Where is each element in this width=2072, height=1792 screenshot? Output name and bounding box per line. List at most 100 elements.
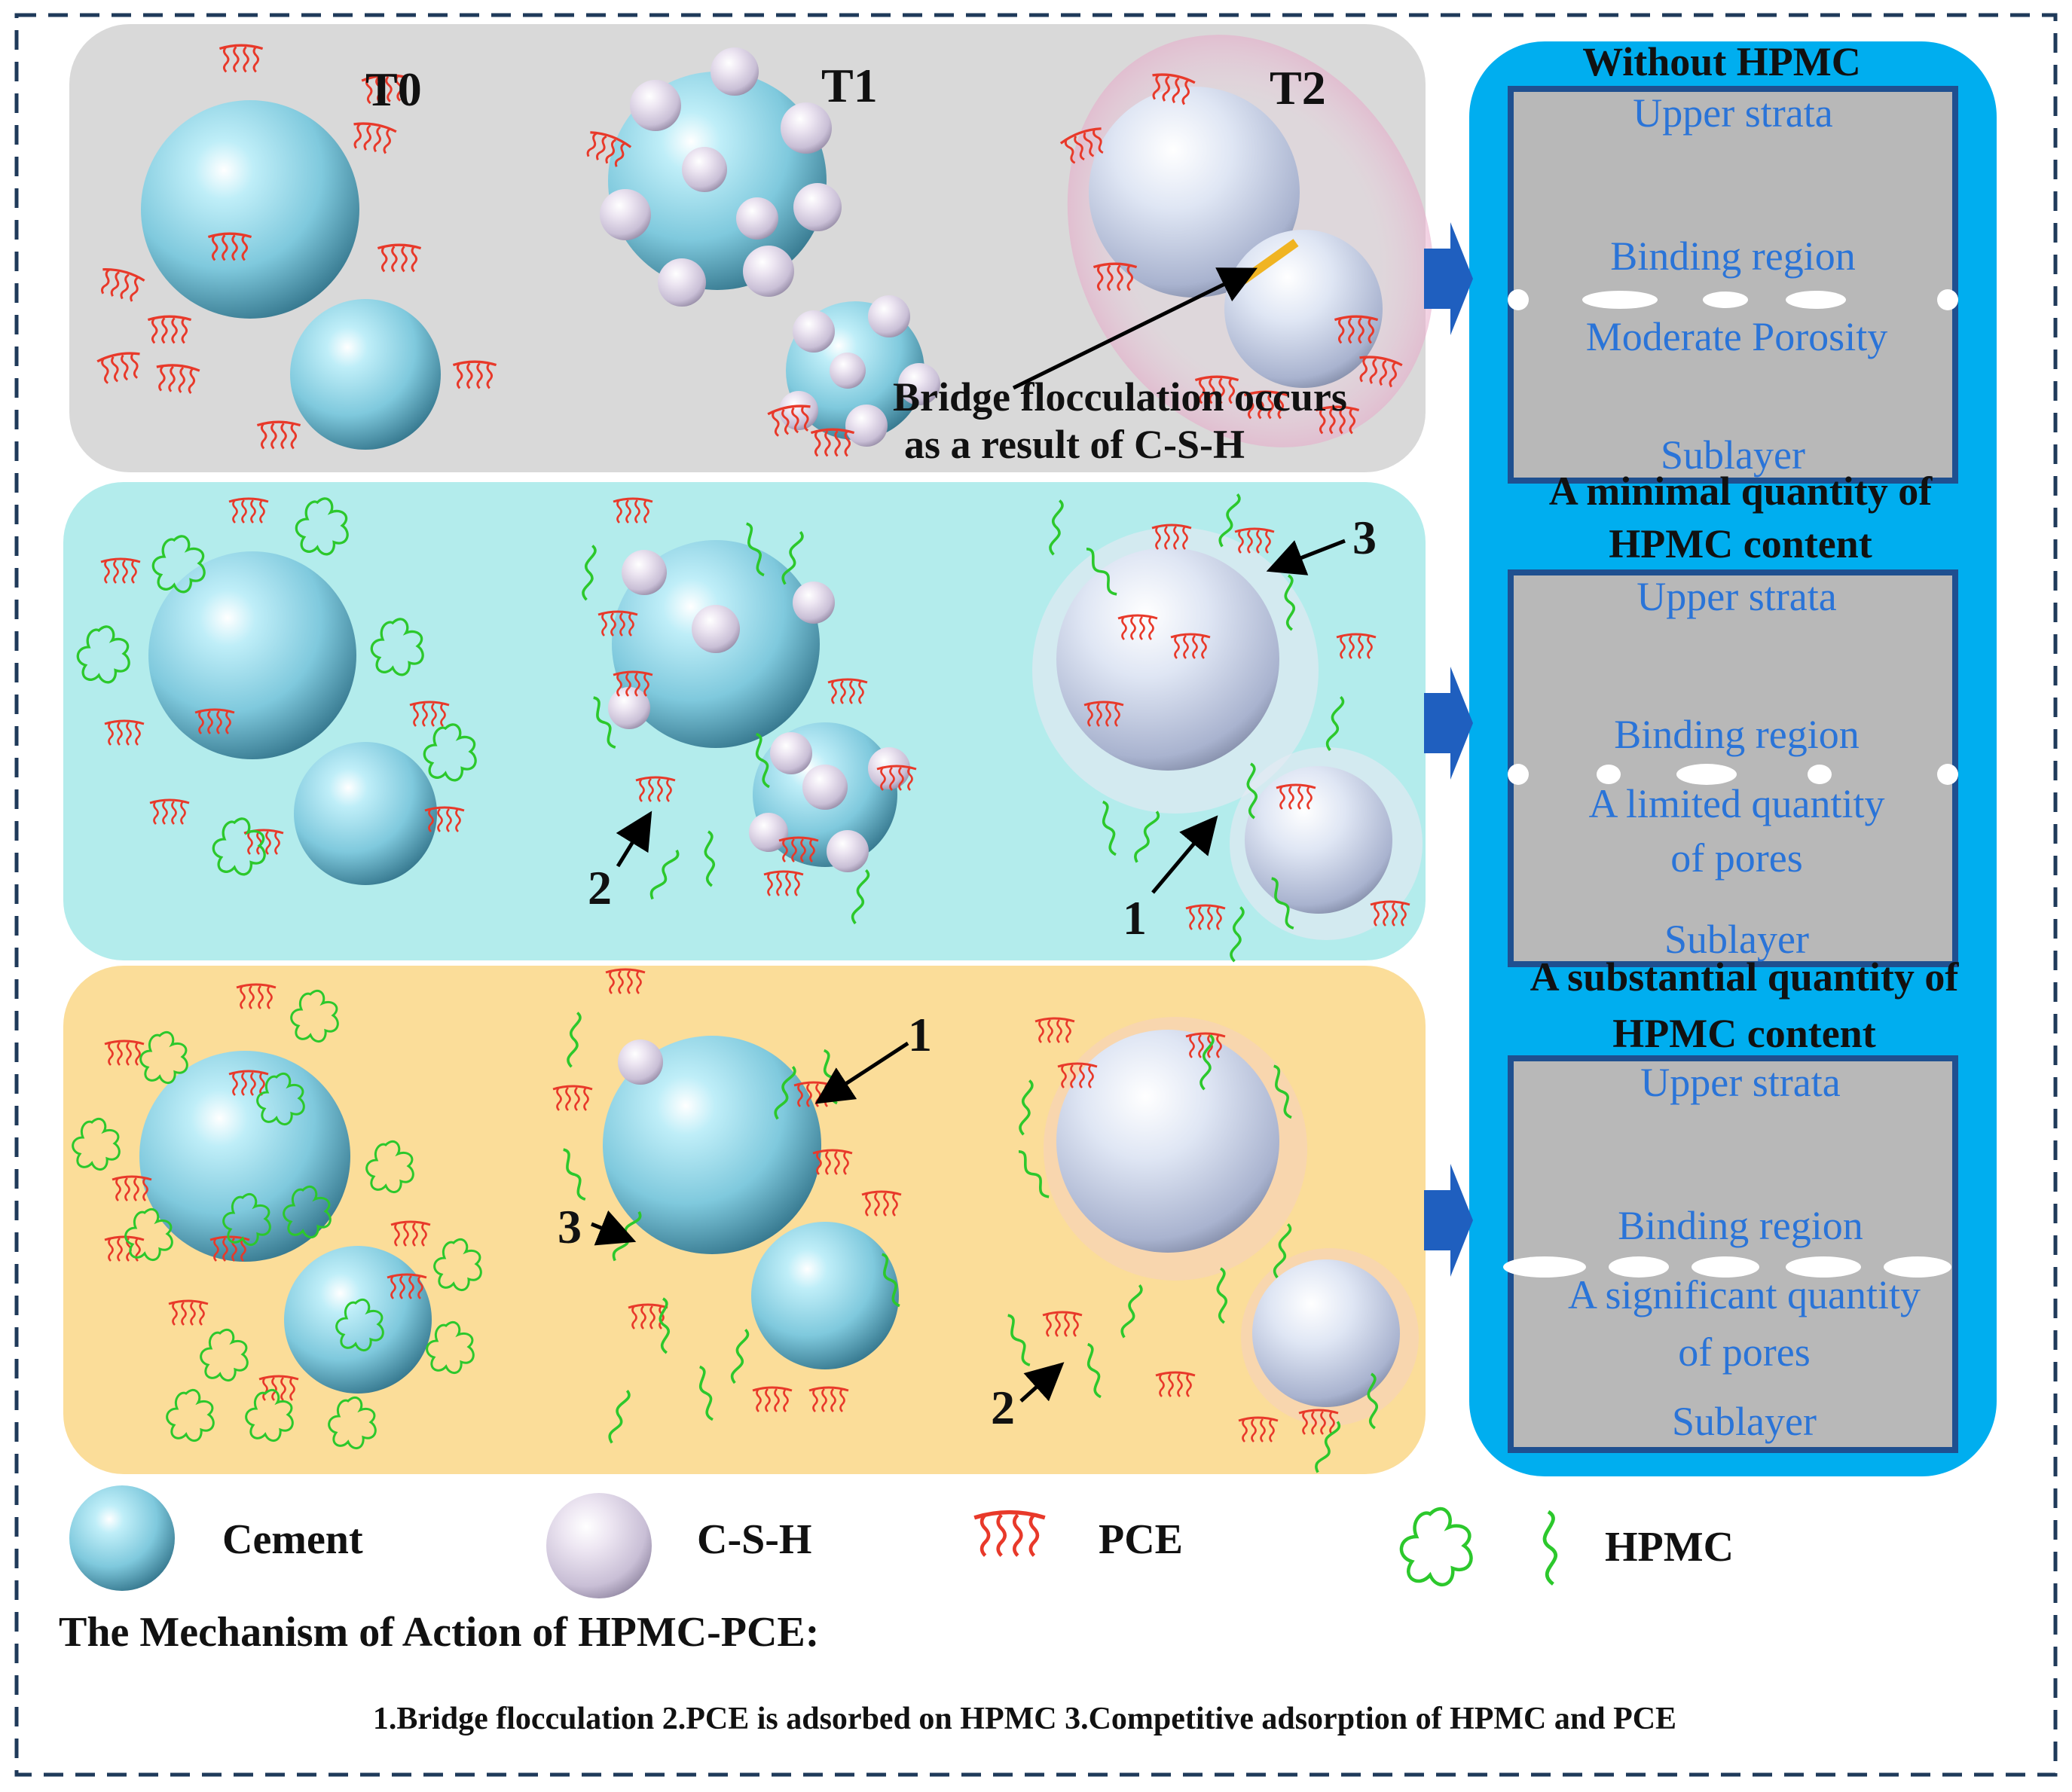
middle-row-illustration	[148, 527, 1423, 940]
hpmc-chain	[1086, 548, 1117, 596]
box1-upper-strata: Upper strata	[1633, 90, 1832, 136]
box3-heading-line1: A substantial quantity of	[1530, 954, 1960, 1000]
cement-particle	[148, 551, 356, 759]
hpmc-chain	[1542, 1510, 1557, 1586]
csh-nodules	[600, 47, 842, 307]
hpmc-chain	[649, 849, 680, 900]
pce-molecule	[1243, 390, 1288, 420]
annotation-arrow	[1012, 267, 1258, 390]
hpmc-chain	[582, 545, 597, 601]
box2-heading-line1: A minimal quantity of	[1549, 469, 1933, 514]
cement-sphere-icon	[69, 1485, 175, 1591]
marker-2: 2	[991, 1381, 1015, 1434]
hpmc-chain	[1134, 811, 1160, 863]
pce-molecule	[1238, 1416, 1279, 1442]
pce-molecule	[1093, 262, 1138, 292]
csh-nodules	[608, 550, 835, 729]
hpmc-chain	[774, 1066, 796, 1120]
pce-molecule	[1185, 904, 1226, 930]
hpmc-coil	[256, 1072, 305, 1125]
pce-molecule	[1083, 701, 1124, 727]
hpmc-chain	[1049, 499, 1064, 556]
box2-porosity-line1: A limited quantity	[1589, 781, 1885, 826]
csh-nodule	[618, 1039, 663, 1085]
hpmc-chain	[1102, 800, 1117, 856]
box3-binding-region: Binding region	[1618, 1203, 1863, 1248]
cement-particle	[294, 742, 437, 885]
hpmc-chain	[1315, 1421, 1341, 1473]
pce-molecule	[827, 678, 868, 704]
pce-molecule	[424, 806, 465, 832]
hpmc-coil	[212, 817, 266, 876]
marker-2: 2	[588, 861, 612, 914]
pce-molecule	[1152, 73, 1196, 105]
pce-molecule	[1042, 1311, 1083, 1337]
pce-molecule	[104, 719, 145, 746]
legend-label-cement: Cement	[222, 1516, 363, 1563]
flow-arrow-icon	[1424, 222, 1473, 1277]
legend: Cement C-S-H PCE HPMC	[69, 1485, 1734, 1598]
box2-binding-region: Binding region	[1614, 712, 1859, 757]
hpmc-chain	[659, 1297, 671, 1354]
pce-molecule	[552, 1085, 593, 1111]
polymer-decorations	[72, 44, 1410, 1473]
csh-sphere-icon	[546, 1493, 652, 1598]
hpmc-chain	[1216, 1267, 1228, 1324]
hpmc-coil	[245, 1388, 294, 1442]
csh-coated-particle	[1056, 548, 1279, 771]
hpmc-coil	[295, 497, 349, 556]
pce-comb-icon	[973, 1510, 1046, 1557]
pce-molecule	[377, 243, 422, 273]
pce-molecule	[1276, 783, 1316, 810]
hpmc-coil	[370, 618, 424, 676]
pce-molecule	[1370, 900, 1410, 927]
time-label-t2: T2	[1270, 61, 1326, 114]
csh-coated-particle	[1252, 1259, 1400, 1407]
hpmc-chain-icon	[1399, 1507, 1557, 1587]
hpmc-coil	[139, 1030, 188, 1084]
hpmc-coil	[290, 989, 339, 1043]
pce-molecule	[613, 670, 653, 697]
pce-molecule	[763, 870, 804, 896]
pce-molecule	[96, 352, 140, 384]
pce-molecule	[409, 701, 450, 727]
pce-molecule	[361, 74, 405, 105]
hpmc-chain	[1367, 1372, 1379, 1430]
pce-molecule	[236, 983, 277, 1009]
box3-upper-strata: Upper strata	[1640, 1060, 1840, 1105]
hpmc-chain	[1086, 1342, 1102, 1399]
hpmc-coil	[151, 535, 206, 594]
box2-porosity-line2: of pores	[1670, 835, 1802, 881]
box2-sublayer: Sublayer	[1664, 917, 1809, 962]
pce-molecule	[168, 1299, 209, 1326]
pce-molecule	[876, 765, 917, 791]
pce-molecule	[1057, 1062, 1098, 1088]
pce-molecule	[104, 1235, 145, 1262]
hpmc-coil	[335, 1298, 384, 1351]
hpmc-coil	[124, 1207, 173, 1261]
marker-1: 1	[1123, 891, 1147, 945]
hpmc-chain	[1284, 574, 1296, 631]
marker-arrow	[591, 1210, 637, 1246]
hpmc-coil	[283, 1185, 332, 1238]
box1-porosity: Moderate Porosity	[1586, 314, 1887, 359]
hpmc-chain	[593, 696, 616, 749]
hpmc-coil	[1399, 1507, 1473, 1587]
pce-molecule	[156, 364, 200, 394]
top-row-illustration	[141, 35, 1435, 450]
strata-box	[1508, 86, 1958, 484]
hpmc-chain	[1273, 1064, 1292, 1119]
pce-molecule	[1155, 1371, 1196, 1397]
pce-molecule	[1185, 1032, 1226, 1058]
pce-molecule	[1170, 633, 1211, 659]
pce-molecule	[767, 404, 811, 437]
hpmc-chain	[698, 1365, 714, 1421]
marker-arrow	[616, 811, 652, 868]
pce-molecule	[808, 1386, 849, 1412]
pce-molecule	[973, 1510, 1046, 1557]
bridge-annotation-line1: Bridge flocculation occurs	[893, 374, 1347, 420]
mechanism-title: The Mechanism of Action of HPMC-PCE:	[59, 1609, 819, 1656]
hpmc-chain	[1271, 877, 1294, 930]
legend-label-pce: PCE	[1099, 1516, 1183, 1563]
marker-3: 3	[1352, 511, 1377, 564]
